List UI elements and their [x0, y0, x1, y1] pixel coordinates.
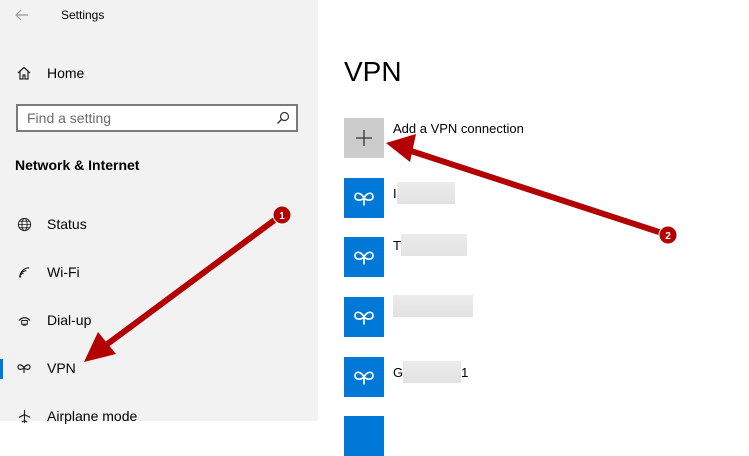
vpn-connection-name-visible: T — [393, 237, 401, 253]
redacted-blur — [400, 234, 467, 256]
vpn-connection-item[interactable]: I — [344, 178, 734, 218]
sidebar-item-airplane-mode[interactable]: Airplane mode — [0, 401, 318, 431]
search-input[interactable] — [18, 106, 267, 130]
sidebar-item-label: Dial-up — [47, 312, 92, 328]
vpn-connection-name-visible: 1 — [461, 364, 469, 380]
sidebar-item-dialup[interactable]: Dial-up — [0, 305, 318, 335]
sidebar-item-label: Status — [47, 216, 87, 232]
vpn-connection-name — [393, 295, 473, 317]
add-vpn-label[interactable]: Add a VPN connection — [393, 121, 524, 136]
wifi-icon — [15, 263, 33, 281]
redacted-blur — [396, 182, 455, 204]
section-title: Network & Internet — [15, 157, 140, 173]
app-title: Settings — [61, 8, 105, 22]
vpn-connection-icon — [344, 357, 384, 397]
main-content: VPN Add a VPN connection I T — [318, 0, 749, 456]
search-icon[interactable] — [276, 111, 290, 125]
sidebar-item-wifi[interactable]: Wi-Fi — [0, 257, 318, 287]
vpn-connection-name-visible: G — [393, 364, 404, 380]
sidebar-item-label: Wi-Fi — [47, 264, 80, 280]
sidebar-item-label: Airplane mode — [47, 408, 138, 424]
airplane-icon — [15, 407, 33, 425]
search-box[interactable] — [16, 104, 298, 132]
globe-icon — [15, 215, 33, 233]
vpn-connection-icon — [344, 178, 384, 218]
plus-icon — [356, 130, 372, 146]
sidebar-item-status[interactable]: Status — [0, 209, 318, 239]
home-icon — [15, 64, 33, 82]
sidebar-item-home[interactable]: Home — [0, 58, 318, 88]
back-arrow-icon — [15, 9, 28, 21]
vpn-connection-item[interactable]: T — [344, 234, 734, 277]
vpn-connection-item[interactable] — [344, 416, 734, 456]
page-title: VPN — [344, 56, 402, 87]
redacted-blur — [403, 361, 462, 383]
redacted-blur — [393, 295, 473, 317]
vpn-icon — [15, 359, 33, 377]
add-vpn-button[interactable] — [344, 118, 384, 158]
dialup-icon — [15, 311, 33, 329]
back-button[interactable] — [10, 4, 34, 26]
sidebar: Settings Home Network & Internet Status — [0, 0, 318, 424]
sidebar-item-label: VPN — [47, 360, 76, 376]
sidebar-item-label: Home — [47, 65, 85, 81]
vpn-connection-name: G 1 — [393, 361, 468, 383]
sidebar-item-vpn[interactable]: VPN — [0, 353, 318, 383]
vpn-connection-name: I — [393, 182, 455, 204]
vpn-connection-icon — [344, 237, 384, 277]
vpn-connection-item[interactable]: G 1 — [344, 357, 734, 397]
vpn-connection-icon — [344, 416, 384, 456]
vpn-connection-name-visible: I — [393, 185, 397, 201]
title-bar: Settings — [0, 0, 318, 32]
vpn-connection-name: T — [393, 234, 467, 256]
vpn-connection-item[interactable] — [344, 295, 734, 337]
vpn-connection-icon — [344, 297, 384, 337]
